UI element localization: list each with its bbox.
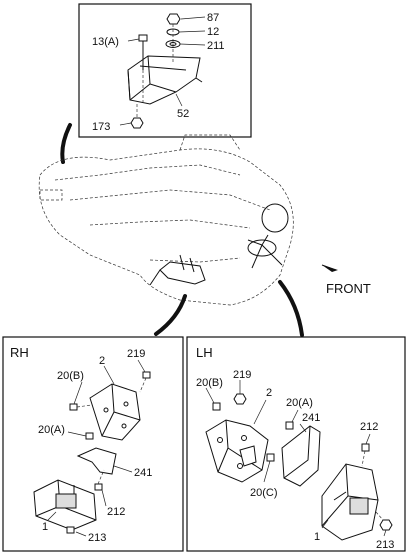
front-indicator: FRONT [321, 264, 371, 296]
lh-callout-20a: 20(A) [286, 397, 313, 409]
callout-52: 52 [177, 108, 189, 120]
callout-211: 211 [207, 40, 225, 52]
lh-panel-title: LH [196, 345, 213, 360]
fan [247, 203, 289, 269]
detail-link-arc-top [60, 123, 72, 164]
lh-callout-212: 212 [360, 421, 378, 433]
rh-callout-20a: 20(A) [38, 424, 65, 436]
rh-bolt-212 [94, 483, 103, 491]
lh-heat-shield-241 [281, 425, 321, 487]
lh-mount-1 [321, 463, 379, 541]
lh-panel: LH [186, 336, 406, 552]
detail-link-arc-rh [154, 294, 187, 336]
nut-stack [165, 13, 181, 62]
bolt-13a [138, 34, 148, 102]
lh-bracket-2 [205, 419, 269, 483]
callout-12: 12 [207, 26, 219, 38]
rh-bolt-219 [142, 371, 151, 379]
rh-bolt-20b [69, 403, 78, 411]
detail-link-arc-lh [278, 280, 304, 337]
nut-173 [130, 117, 144, 129]
rh-callout-1: 1 [42, 521, 48, 533]
rh-bolt-213 [66, 526, 75, 534]
lh-bolt-20c [266, 453, 275, 462]
rh-panel: RH [2, 336, 184, 552]
lh-bolt-20a [285, 421, 294, 430]
callout-173: 173 [92, 121, 110, 133]
top-detail-box: 87 12 211 13(A) 52 173 [78, 3, 252, 138]
rh-callout-2: 2 [99, 355, 105, 367]
rh-callout-219: 219 [127, 348, 145, 360]
rh-callout-20b: 20(B) [57, 370, 84, 382]
front-label: FRONT [326, 281, 371, 296]
lh-callout-20c: 20(C) [250, 487, 278, 499]
lh-callout-219: 219 [233, 369, 251, 381]
callout-13a: 13(A) [92, 36, 119, 48]
rh-bracket-2 [89, 383, 141, 441]
lh-callout-2: 2 [266, 387, 272, 399]
lh-callout-1: 1 [314, 531, 320, 543]
rh-panel-title: RH [10, 345, 29, 360]
lh-nut-219 [233, 393, 247, 405]
rh-callout-241: 241 [134, 467, 152, 479]
engine-outline [38, 134, 294, 306]
rh-callout-213: 213 [88, 532, 106, 544]
lh-bolt-212 [361, 443, 370, 452]
rh-callout-212: 212 [107, 506, 125, 518]
lh-callout-241: 241 [302, 412, 320, 424]
rh-heat-shield-241 [76, 447, 117, 475]
lh-callout-213: 213 [376, 539, 394, 551]
rh-bolt-20a [85, 432, 94, 440]
lh-nut-213 [379, 519, 393, 531]
rh-mount-1 [33, 479, 97, 531]
mount-bracket-52 [127, 55, 203, 105]
lh-callout-20b: 20(B) [196, 377, 223, 389]
callout-87: 87 [207, 12, 219, 24]
lh-bolt-20b [212, 402, 221, 411]
